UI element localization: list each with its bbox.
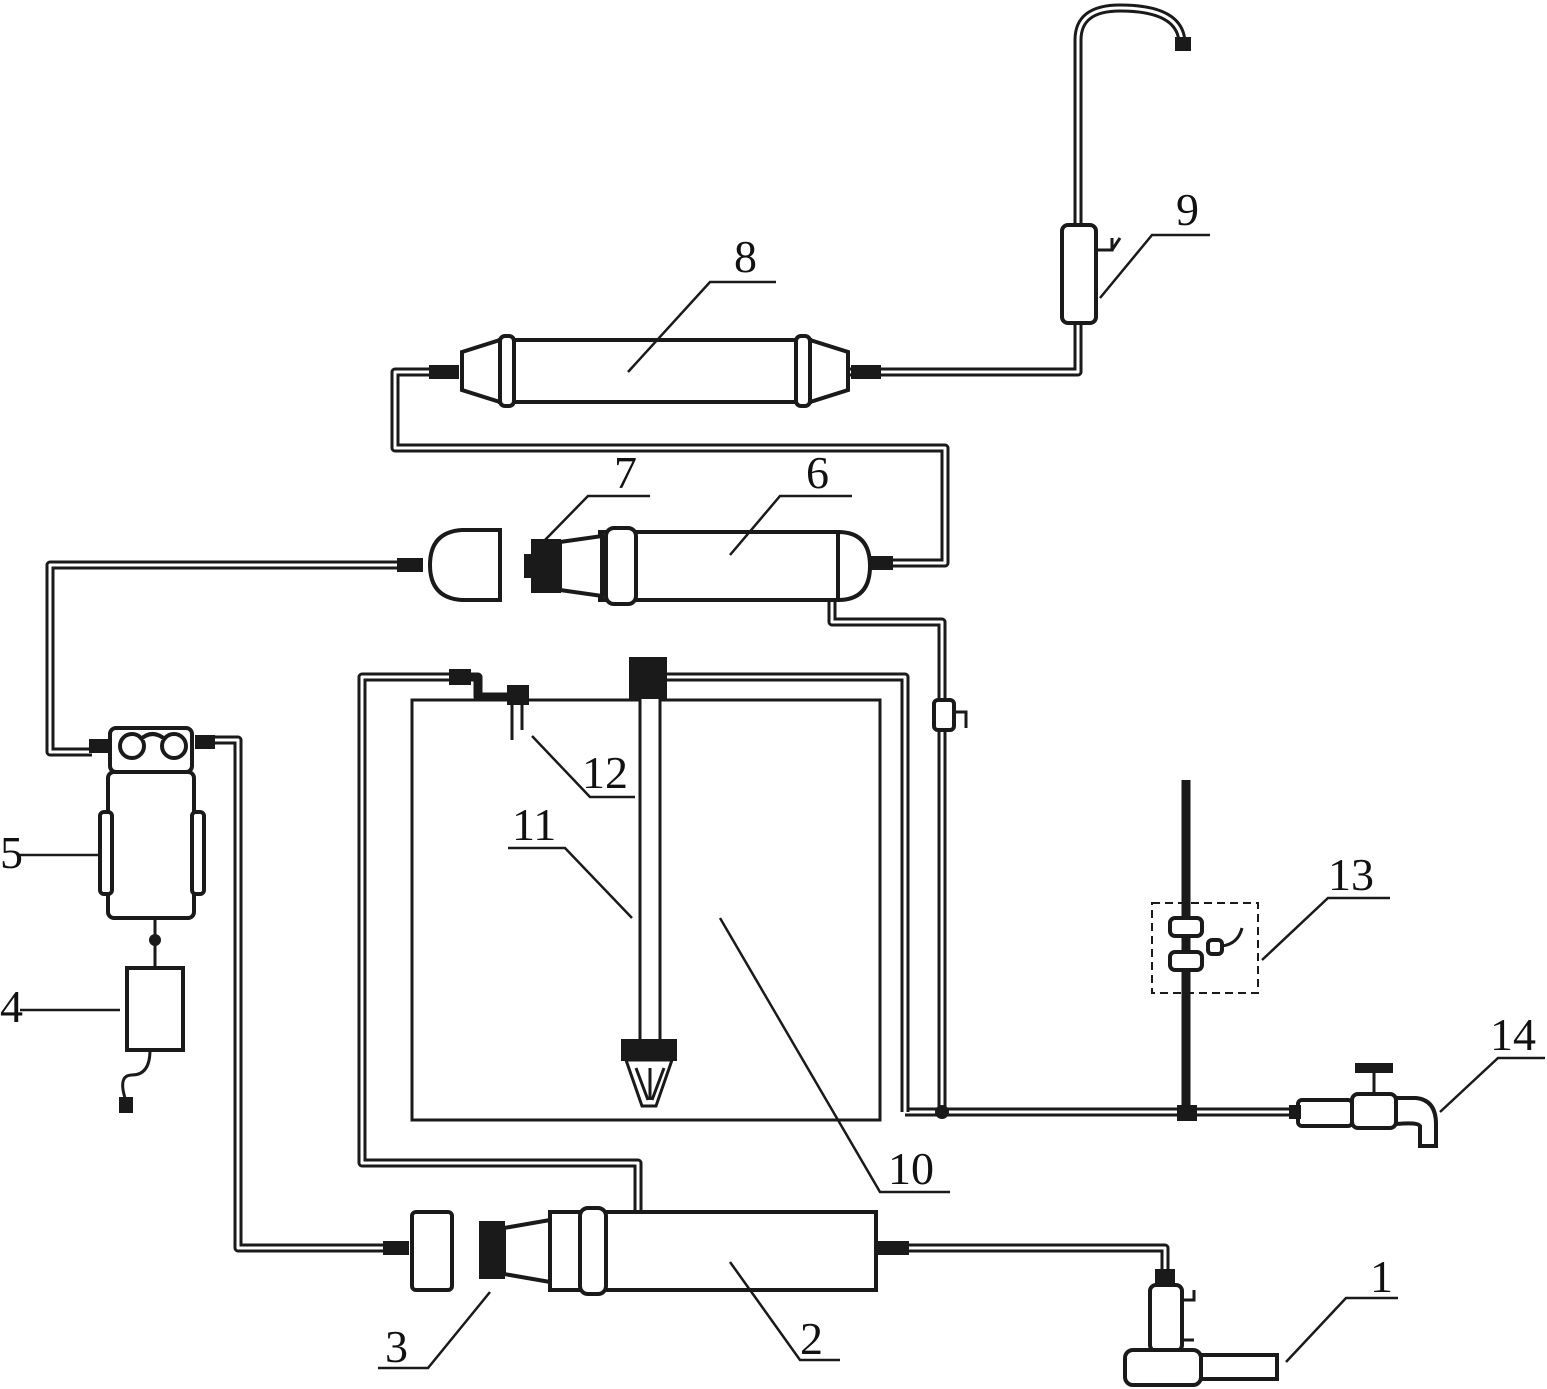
pressure-switch-13 <box>1151 902 1259 1121</box>
label-12: 12 <box>582 747 628 798</box>
inlet-valve-1 <box>1123 1269 1279 1387</box>
connector-cap <box>397 528 502 602</box>
label-13: 13 <box>1328 849 1374 900</box>
label-7: 7 <box>614 447 637 498</box>
label-14: 14 <box>1490 1009 1536 1060</box>
label-9: 9 <box>1176 184 1199 235</box>
label-5: 5 <box>0 827 23 878</box>
threaded-cap-7 <box>531 539 561 593</box>
float-valve-12 <box>507 685 529 705</box>
label-2: 2 <box>800 1313 823 1364</box>
transformer-4 <box>119 934 185 1113</box>
pump-5 <box>89 726 215 920</box>
label-3: 3 <box>385 1321 408 1372</box>
tube-cap-11 <box>629 657 667 699</box>
label-6: 6 <box>806 447 829 498</box>
label-10: 10 <box>888 1143 934 1194</box>
faucet-9 <box>1060 37 1191 325</box>
label-1: 1 <box>1370 1251 1393 1302</box>
filter-cartridge-2 <box>383 1206 909 1296</box>
tap-14 <box>935 1063 1438 1148</box>
filter-cartridge-8 <box>429 334 881 408</box>
filter-cartridge-6 <box>524 526 893 606</box>
end-cap <box>410 1210 454 1292</box>
leader-lines <box>20 233 1545 1370</box>
pipe-network <box>45 3 1290 1272</box>
part-labels: 1 2 3 4 5 6 7 8 9 10 11 12 13 14 <box>0 184 1536 1372</box>
drain-valve <box>932 698 968 732</box>
sprayer-head <box>621 1039 677 1061</box>
label-4: 4 <box>0 981 23 1032</box>
label-11: 11 <box>512 799 556 850</box>
threaded-cap-3 <box>479 1221 505 1279</box>
label-8: 8 <box>734 231 757 282</box>
water-tank-10 <box>410 657 882 1122</box>
